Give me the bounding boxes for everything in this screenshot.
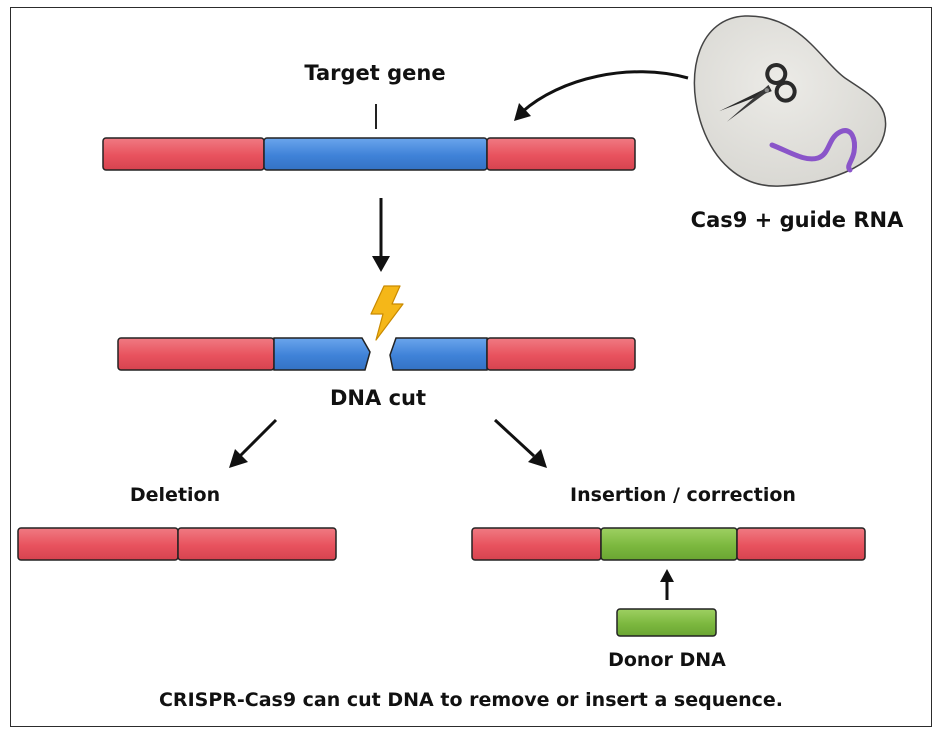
donor-dna-segment — [616, 608, 717, 637]
insertion-right-segment — [736, 527, 866, 561]
original-dna-strand — [102, 137, 636, 171]
insertion-result-strand — [471, 527, 866, 561]
cut-right-flank-segment — [486, 337, 636, 371]
donor-dna-label: Donor DNA — [608, 649, 726, 671]
deletion-label: Deletion — [129, 484, 221, 506]
deletion-branch-arrow — [238, 418, 278, 458]
deletion-left-segment — [17, 527, 179, 561]
cas9-to-dna-arrow — [521, 70, 689, 114]
diagram-frame — [10, 7, 932, 727]
guide-rna-icon — [769, 128, 857, 173]
inserted-donor-segment — [600, 527, 738, 561]
dna-cut-label: DNA cut — [329, 386, 427, 410]
cut-left-flank-segment — [117, 337, 275, 371]
deletion-branch-arrowhead — [229, 449, 248, 468]
insertion-left-segment — [471, 527, 602, 561]
scissors-icon — [719, 62, 797, 122]
cas9-guide-rna-label: Cas9 + guide RNA — [690, 208, 904, 232]
deletion-result-strand — [17, 527, 337, 561]
left-flank-segment — [102, 137, 265, 171]
target-gene-label: Target gene — [304, 61, 446, 85]
cas9-complex — [693, 15, 887, 187]
diagram-caption: CRISPR-Cas9 can cut DNA to remove or ins… — [158, 689, 784, 711]
cut-dna-strand — [117, 337, 636, 371]
insertion-branch-arrowhead — [528, 449, 547, 468]
cut-step-arrowhead — [372, 256, 390, 272]
lightning-icon — [370, 285, 404, 341]
target-gene-segment — [263, 137, 488, 171]
cut-left-target-segment — [273, 337, 371, 371]
donor-insert-arrowhead — [660, 569, 674, 582]
cut-right-target-segment — [389, 337, 488, 371]
insertion-correction-label: Insertion / correction — [570, 484, 796, 506]
insertion-branch-arrow — [493, 418, 536, 458]
deletion-right-segment — [177, 527, 337, 561]
right-flank-segment — [486, 137, 636, 171]
cas9-to-dna-arrowhead — [514, 103, 531, 121]
